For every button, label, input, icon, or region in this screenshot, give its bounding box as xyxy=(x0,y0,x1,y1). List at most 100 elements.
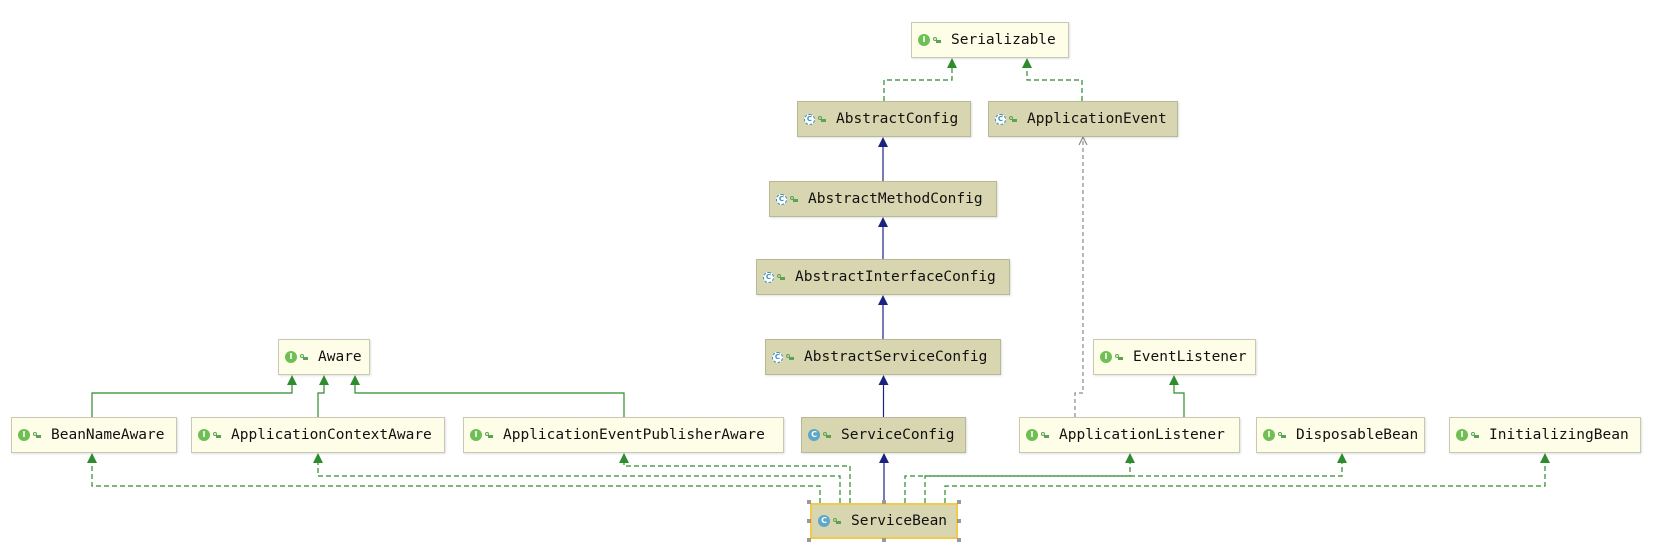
node-event-listener[interactable]: I EventListener xyxy=(1093,339,1256,375)
abstract-class-icon: C xyxy=(772,351,783,363)
node-icons: C xyxy=(776,193,798,205)
node-label: Aware xyxy=(318,349,362,365)
node-label: ApplicationEvent xyxy=(1027,111,1167,127)
selection-handle[interactable] xyxy=(807,519,811,523)
node-icons: C xyxy=(804,113,826,125)
selection-handle[interactable] xyxy=(807,538,811,542)
node-initializing-bean[interactable]: I InitializingBean xyxy=(1449,417,1641,453)
public-visibility-icon xyxy=(823,432,831,438)
interface-extends-arrowhead xyxy=(350,375,360,385)
public-visibility-icon xyxy=(833,518,841,524)
node-application-event[interactable]: C ApplicationEvent xyxy=(988,101,1178,137)
interface-extends-arrowhead xyxy=(319,375,329,385)
implements-edge xyxy=(904,462,1131,503)
node-icons: I xyxy=(470,429,493,441)
abstract-class-icon: C xyxy=(995,113,1006,125)
public-visibility-icon xyxy=(485,432,493,438)
interface-icon: I xyxy=(285,351,297,363)
node-abstract-method-config[interactable]: C AbstractMethodConfig xyxy=(769,181,997,217)
node-disposable-bean[interactable]: I DisposableBean xyxy=(1256,417,1425,453)
abstract-class-icon: C xyxy=(763,271,774,283)
node-label: AbstractInterfaceConfig xyxy=(795,269,996,285)
public-visibility-icon xyxy=(1041,432,1049,438)
node-application-event-publisher-aware[interactable]: I ApplicationEventPublisherAware xyxy=(463,417,784,453)
implements-edge xyxy=(883,67,953,101)
node-service-config[interactable]: C ServiceConfig xyxy=(801,417,966,453)
public-visibility-icon xyxy=(786,354,794,360)
interface-extends-edge xyxy=(1173,384,1185,417)
node-serializable[interactable]: I Serializable xyxy=(911,22,1069,58)
node-icons: I xyxy=(1456,429,1479,441)
node-label: BeanNameAware xyxy=(51,427,165,443)
extends-arrowhead xyxy=(878,217,888,227)
interface-icon: I xyxy=(1026,429,1038,441)
implements-arrowhead xyxy=(1540,453,1550,463)
node-icons: C xyxy=(818,515,841,527)
node-label: DisposableBean xyxy=(1296,427,1419,443)
selection-handle[interactable] xyxy=(882,538,886,542)
public-visibility-icon xyxy=(1471,432,1479,438)
interface-icon: I xyxy=(18,429,30,441)
implements-arrowhead xyxy=(947,58,957,68)
node-label: AbstractMethodConfig xyxy=(808,191,983,207)
extends-arrowhead xyxy=(878,137,888,147)
implements-arrowhead xyxy=(1125,453,1135,463)
selection-handle[interactable] xyxy=(957,519,961,523)
node-label: Serializable xyxy=(951,32,1056,48)
node-icons: I xyxy=(1026,429,1049,441)
class-icon: C xyxy=(818,515,830,527)
node-application-listener[interactable]: I ApplicationListener xyxy=(1019,417,1240,453)
node-application-context-aware[interactable]: I ApplicationContextAware xyxy=(191,417,445,453)
node-label: ServiceConfig xyxy=(841,427,955,443)
public-visibility-icon xyxy=(790,196,798,202)
public-visibility-icon xyxy=(1115,354,1123,360)
interface-icon: I xyxy=(1100,351,1112,363)
node-icons: I xyxy=(918,34,941,46)
selection-handle[interactable] xyxy=(957,500,961,504)
node-label: ApplicationListener xyxy=(1059,427,1225,443)
node-icons: I xyxy=(1263,429,1286,441)
interface-extends-arrowhead xyxy=(1169,375,1179,385)
node-icons: C xyxy=(995,113,1017,125)
implements-edge xyxy=(1026,67,1083,101)
public-visibility-icon xyxy=(1009,116,1017,122)
public-visibility-icon xyxy=(33,432,41,438)
node-icons: I xyxy=(198,429,221,441)
extends-arrowhead xyxy=(879,453,889,463)
node-aware[interactable]: I Aware xyxy=(278,339,370,375)
node-icons: I xyxy=(18,429,41,441)
public-visibility-icon xyxy=(300,354,308,360)
public-visibility-icon xyxy=(777,274,785,280)
node-icons: C xyxy=(772,351,794,363)
node-label: InitializingBean xyxy=(1489,427,1629,443)
node-icons: I xyxy=(285,351,308,363)
selection-handle[interactable] xyxy=(882,500,886,504)
interface-extends-edge xyxy=(91,384,293,417)
implements-arrowhead xyxy=(1022,58,1032,68)
selection-handle[interactable] xyxy=(807,500,811,504)
extends-arrowhead xyxy=(878,295,888,305)
node-label: EventListener xyxy=(1133,349,1247,365)
node-abstract-interface-config[interactable]: C AbstractInterfaceConfig xyxy=(756,259,1010,295)
node-bean-name-aware[interactable]: I BeanNameAware xyxy=(11,417,177,453)
node-label: AbstractServiceConfig xyxy=(804,349,988,365)
selection-handle[interactable] xyxy=(957,538,961,542)
node-abstract-service-config[interactable]: C AbstractServiceConfig xyxy=(765,339,1001,375)
interface-extends-arrowhead xyxy=(287,375,297,385)
node-icons: I xyxy=(1100,351,1123,363)
interface-icon: I xyxy=(1263,429,1275,441)
implements-edge xyxy=(944,462,1546,503)
node-label: ApplicationEventPublisherAware xyxy=(503,427,765,443)
implements-arrowhead xyxy=(313,453,323,463)
implements-arrowhead xyxy=(87,453,97,463)
interface-extends-edge xyxy=(354,384,625,417)
public-visibility-icon xyxy=(1278,432,1286,438)
interface-icon: I xyxy=(470,429,482,441)
implements-edge xyxy=(924,462,1343,503)
node-label: ApplicationContextAware xyxy=(231,427,432,443)
class-icon: C xyxy=(808,429,820,441)
